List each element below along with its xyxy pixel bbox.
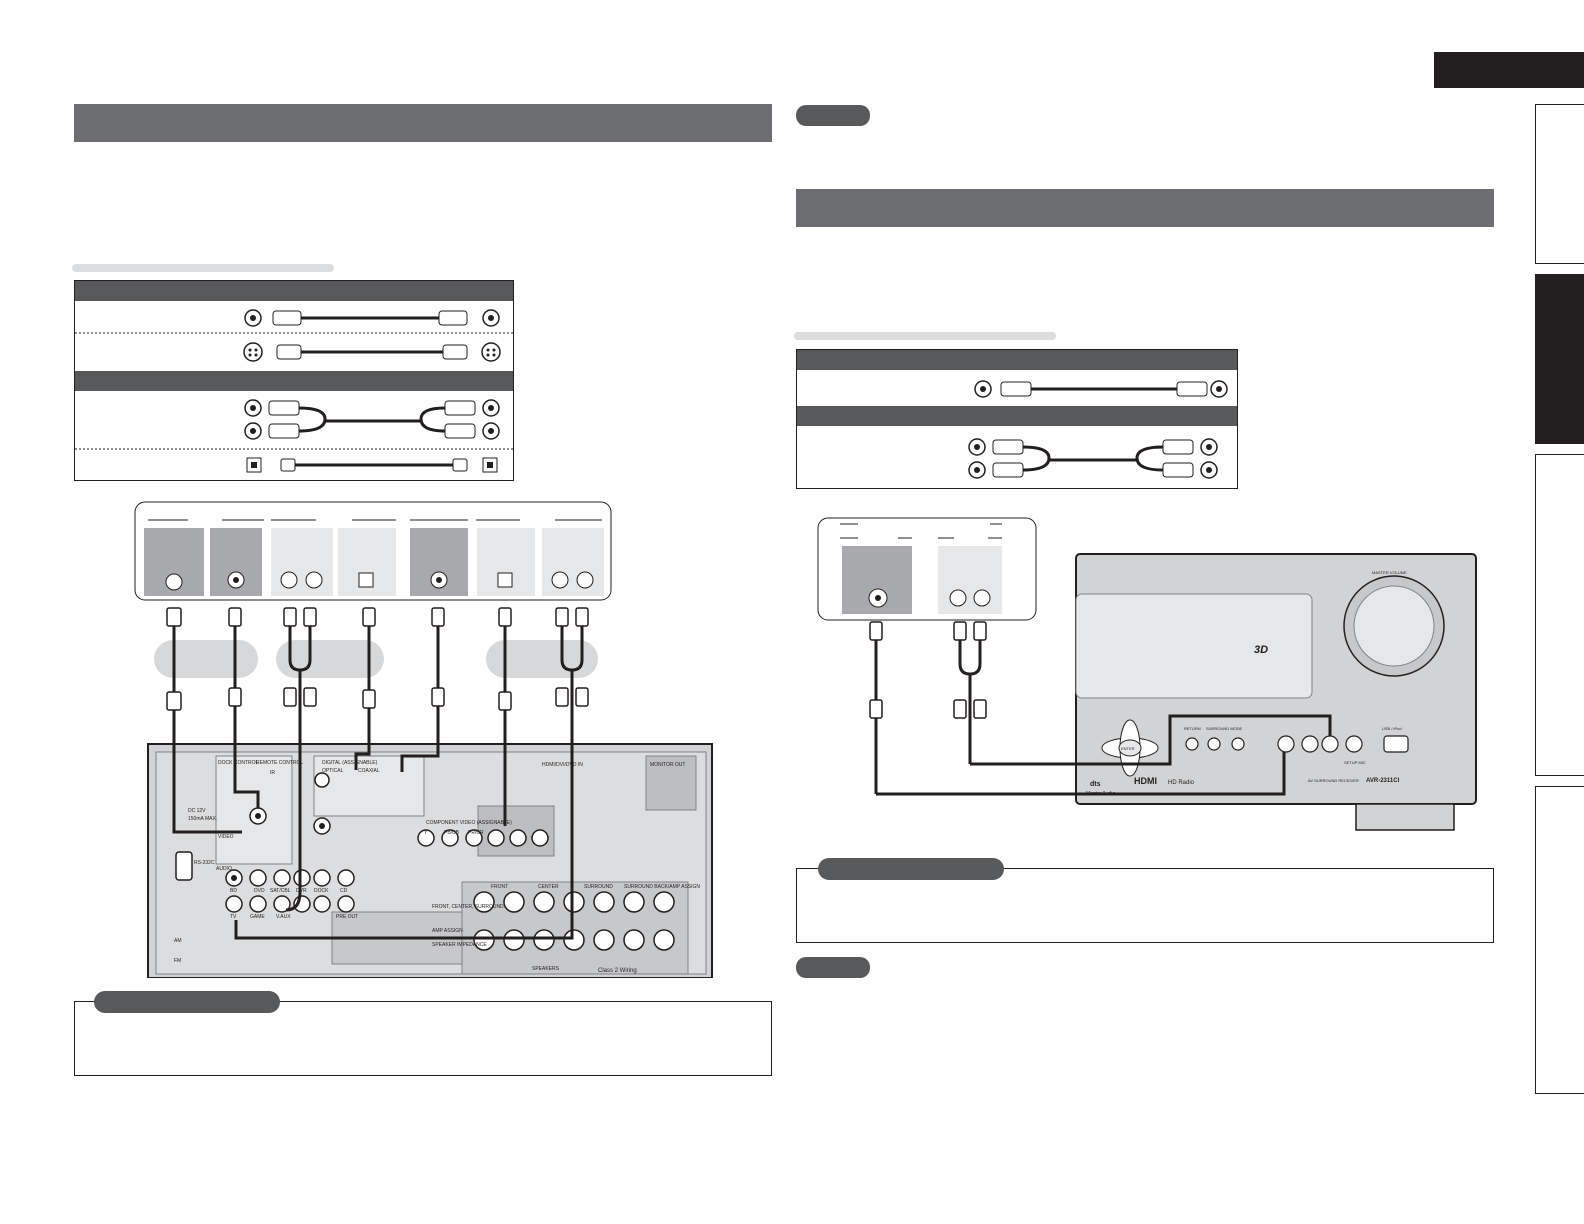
return-label: RETURN xyxy=(1184,726,1201,731)
preout-label: PRE OUT xyxy=(336,914,358,920)
pb-label: PB/CB xyxy=(444,830,460,836)
dts-logo: dts xyxy=(1090,781,1101,788)
master-volume-label: MASTER VOLUME xyxy=(1372,570,1407,575)
right-section-title-bar xyxy=(796,189,1494,227)
info-box-left-header xyxy=(94,991,280,1013)
receiver-model-caption: AV SURROUND RECEIVER xyxy=(1308,778,1359,783)
ir-label: IR xyxy=(270,770,275,776)
front-center-surround-label: FRONT, CENTER, SURROUND: xyxy=(432,904,505,910)
info-box-right-header xyxy=(818,858,1004,880)
enter-button-label: ENTER xyxy=(1121,746,1135,751)
source-devices-panel xyxy=(134,501,612,601)
navigation-cross[interactable] xyxy=(1101,719,1159,777)
dvr-label: DVR xyxy=(296,888,307,894)
game-label: GAME xyxy=(250,914,265,920)
side-tab-basic-version[interactable] xyxy=(1535,274,1584,444)
device-group-oval-2 xyxy=(276,640,384,678)
3d-badge: 3D xyxy=(1254,644,1268,656)
bd-label: BD xyxy=(230,888,237,894)
cables-used-header-left xyxy=(72,264,334,272)
optical-cable-icon xyxy=(246,457,498,473)
optical-label: OPTICAL xyxy=(322,768,344,774)
rs232c-label: RS-232C xyxy=(194,860,215,866)
device-box-audio-2 xyxy=(542,528,604,596)
monitor-out-label: MONITOR OUT xyxy=(650,762,685,768)
side-tab-getting-started[interactable] xyxy=(1535,104,1584,264)
pr-label: PR/CR xyxy=(468,830,484,836)
class2-wiring-label: Class 2 Wiring xyxy=(598,968,637,974)
device-box-video-2 xyxy=(410,528,468,596)
info-box-left xyxy=(74,1001,772,1076)
video-label: VIDEO xyxy=(218,834,234,840)
vaux-label: V.AUX xyxy=(276,914,291,920)
digital-label: DIGITAL (ASSIGNABLE) xyxy=(322,760,378,766)
note-pill-top xyxy=(796,105,870,126)
dock-control-label: DOCK CONTROL xyxy=(218,760,259,766)
master-volume-knob[interactable] xyxy=(1343,575,1445,677)
device-box-optical xyxy=(338,528,396,596)
left-section-title-bar xyxy=(74,104,772,142)
y-label: Y xyxy=(424,830,428,836)
impedance-label: SPEAKER IMPEDANCE xyxy=(432,942,487,948)
am-label: AM xyxy=(174,938,182,944)
receiver-model: AVR-2311CI xyxy=(1366,778,1400,784)
cable-table-right xyxy=(796,349,1238,489)
hd-radio-logo: HD Radio xyxy=(1168,780,1195,786)
fm-label: FM xyxy=(174,958,181,964)
cable-table-left xyxy=(74,280,514,481)
dock-label: DOCK xyxy=(314,888,329,894)
setup-mic-label: SETUP MIC xyxy=(1344,760,1366,765)
cable-table-left-drawing xyxy=(75,281,513,473)
info-box-right xyxy=(796,868,1494,943)
cable-table-right-drawing xyxy=(797,350,1237,479)
device-box-audio-right xyxy=(938,546,1002,614)
sat-cbl-label: SAT/CBL xyxy=(270,888,291,894)
receiver-rear-panel: Class 2 Wiring SPEAKERS FRONT CENTER SUR… xyxy=(147,742,713,978)
device-box-video-right xyxy=(842,546,912,614)
side-tab-advanced-version[interactable] xyxy=(1535,454,1584,776)
side-tab-information[interactable] xyxy=(1535,786,1584,1094)
audio-label: AUDIO xyxy=(216,866,232,872)
audio-cable-icon-right xyxy=(968,438,1218,479)
surround-label: SURROUND xyxy=(584,884,613,890)
coaxial-label: COAXIAL xyxy=(358,768,380,774)
note-pill-bottom xyxy=(796,957,870,978)
language-tab[interactable] xyxy=(1434,52,1584,88)
cd-label: CD xyxy=(340,888,348,894)
device-box-optical-2 xyxy=(477,528,535,596)
device-box-audio xyxy=(271,528,333,596)
surround-back-label: SURROUND BACK/AMP ASSIGN xyxy=(624,884,700,890)
device-box-svideo xyxy=(144,528,204,596)
remote-control-label: REMOTE CONTROL xyxy=(256,760,303,766)
dvd-label: DVD xyxy=(254,888,265,894)
front-panel-connection: 3D MASTER VOLUME ENTER RETURN SURROUND M… xyxy=(817,517,1477,831)
video-cable-icon-right xyxy=(974,380,1228,398)
speakers-label: SPEAKERS xyxy=(532,966,560,972)
surround-mode-label: SURROUND MODE xyxy=(1206,726,1243,731)
s-video-cable-icon xyxy=(243,342,501,362)
dc12v-label: DC 12V xyxy=(188,808,206,814)
amp-assign-label: AMP ASSIGN xyxy=(432,928,463,934)
device-group-oval-1 xyxy=(154,640,258,678)
cables-used-header-right xyxy=(794,332,1056,340)
tv-label: TV xyxy=(230,914,237,920)
component-video-label: COMPONENT VIDEO (ASSIGNABLE) xyxy=(426,820,512,826)
front-label: FRONT xyxy=(491,884,508,890)
ma-label: 150mA MAX. xyxy=(188,816,217,822)
audio-cable-icon xyxy=(244,399,500,440)
center-label: CENTER xyxy=(538,884,559,890)
device-box-video xyxy=(210,528,262,596)
hdmi-in-label: HDMI/DVI/DVD IN xyxy=(542,762,583,768)
usb-label: USB / iPod xyxy=(1382,726,1402,731)
hdmi-logo: HDMI xyxy=(1134,776,1157,786)
video-cable-icon xyxy=(244,309,500,327)
